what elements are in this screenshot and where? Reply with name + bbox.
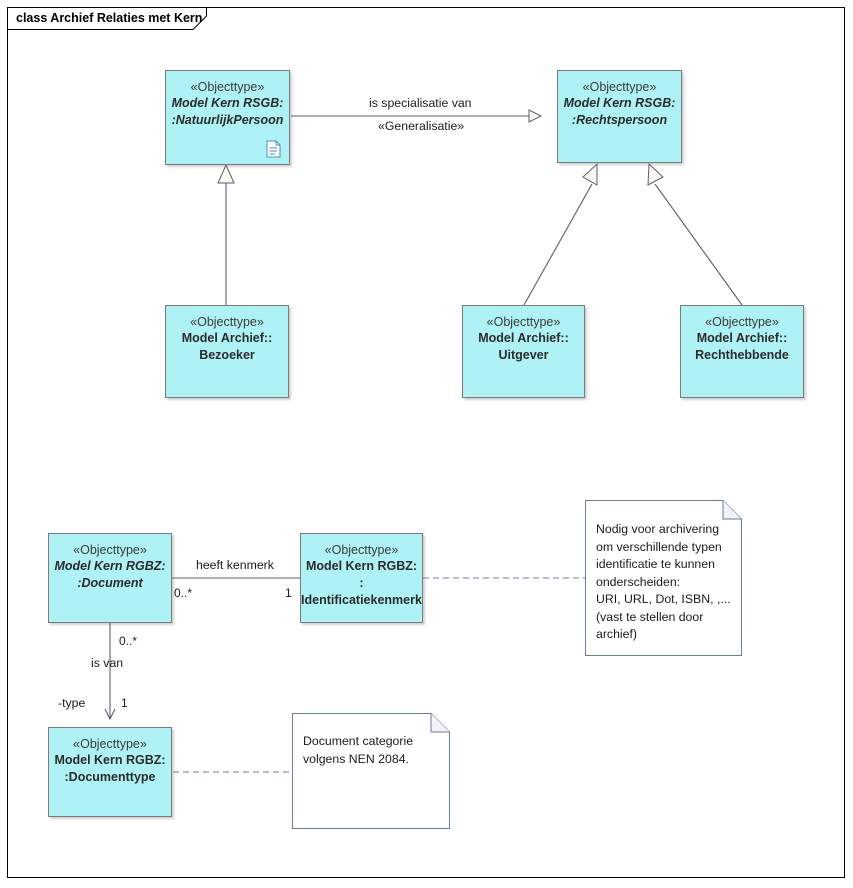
class-bezoeker[interactable]: «Objecttype» Model Archief:: Bezoeker bbox=[165, 305, 289, 398]
is-van-source-multiplicity: 0..* bbox=[119, 634, 138, 648]
note-text: Nodig voor archivering om verschillende … bbox=[596, 522, 731, 641]
class-name-line1: Model Kern RSGB: bbox=[171, 96, 284, 110]
class-name-line1: Model Kern RGBZ: bbox=[54, 753, 166, 767]
note-shape bbox=[292, 713, 450, 829]
heeft-kenmerk-label: heeft kenmerk bbox=[196, 558, 274, 572]
class-stereotype: «Objecttype» bbox=[73, 737, 147, 751]
diagram-frame bbox=[7, 7, 845, 878]
class-name-line2: Bezoeker bbox=[199, 348, 255, 362]
heeft-kenmerk-source-multiplicity: 0..* bbox=[174, 586, 193, 600]
document-icon bbox=[266, 140, 281, 158]
class-name-line2: Rechthebbende bbox=[695, 348, 789, 362]
class-stereotype: «Objecttype» bbox=[190, 315, 264, 329]
class-natuurlijkpersoon[interactable]: «Objecttype» Model Kern RSGB: :Natuurlij… bbox=[165, 70, 290, 165]
class-name-line1: Model Archief:: bbox=[478, 331, 569, 345]
diagram-title: class Archief Relaties met Kern bbox=[16, 11, 203, 25]
is-van-target-multiplicity: 1 bbox=[121, 696, 128, 710]
class-name-line1: Model Kern RGBZ: bbox=[54, 559, 166, 573]
diagram-title-tab bbox=[7, 7, 207, 30]
class-name-line1: Model Kern RGBZ: bbox=[305, 559, 418, 573]
generalisatie-stereotype: «Generalisatie» bbox=[378, 119, 465, 133]
class-rechtspersoon[interactable]: «Objecttype» Model Kern RSGB: :Rechtsper… bbox=[557, 70, 682, 163]
note-text: Document categorie volgens NEN 2084. bbox=[303, 734, 414, 766]
class-documenttype[interactable]: «Objecttype» Model Kern RGBZ: :Documentt… bbox=[48, 727, 172, 817]
note-shape bbox=[585, 500, 742, 656]
note-documenttype[interactable]: Document categorie volgens NEN 2084. bbox=[292, 713, 450, 829]
class-stereotype: «Objecttype» bbox=[190, 80, 265, 94]
class-document[interactable]: «Objecttype» Model Kern RGBZ: :Document bbox=[48, 533, 172, 623]
class-name-line1: Model Kern RSGB: bbox=[563, 96, 676, 110]
heeft-kenmerk-target-multiplicity: 1 bbox=[285, 586, 292, 600]
class-stereotype: «Objecttype» bbox=[324, 543, 399, 557]
class-stereotype: «Objecttype» bbox=[73, 543, 147, 557]
class-name-line2: :Documenttype bbox=[64, 770, 156, 784]
class-stereotype: «Objecttype» bbox=[582, 80, 657, 94]
class-name-line2: :NatuurlijkPersoon bbox=[171, 113, 284, 127]
class-stereotype: «Objecttype» bbox=[705, 315, 779, 329]
class-name-line2: : bbox=[359, 576, 364, 590]
class-name-line2: :Document bbox=[77, 576, 143, 590]
class-name-line3: Identificatiekenmerk bbox=[301, 593, 422, 607]
class-rechthebbende[interactable]: «Objecttype» Model Archief:: Rechthebben… bbox=[680, 305, 804, 398]
generalisatie-label: is specialisatie van bbox=[369, 96, 472, 110]
class-name-line1: Model Archief:: bbox=[696, 331, 788, 345]
note-identificatie[interactable]: Nodig voor archivering om verschillende … bbox=[585, 500, 742, 656]
class-name-line1: Model Archief:: bbox=[181, 331, 273, 345]
class-stereotype: «Objecttype» bbox=[486, 315, 561, 329]
is-van-label: is van bbox=[91, 656, 124, 670]
class-uitgever[interactable]: «Objecttype» Model Archief:: Uitgever bbox=[462, 305, 585, 398]
class-name-line2: :Rechtspersoon bbox=[571, 113, 668, 127]
class-identificatiekenmerk[interactable]: «Objecttype» Model Kern RGBZ: : Identifi… bbox=[300, 533, 423, 623]
is-van-role: -type bbox=[58, 696, 86, 710]
class-name-line2: Uitgever bbox=[498, 348, 549, 362]
